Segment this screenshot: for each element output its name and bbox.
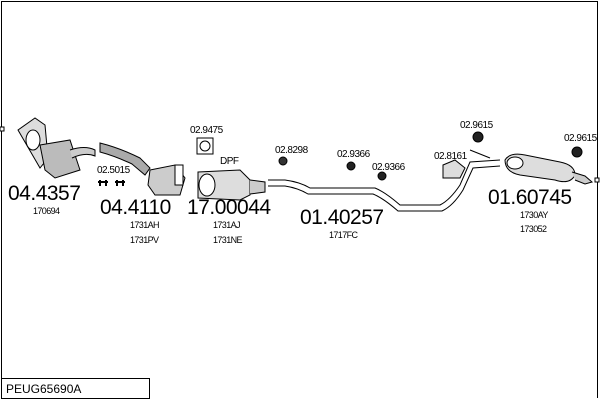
- part-number: 04.4110: [100, 196, 171, 219]
- part-04-4357-drawing: [17, 117, 96, 179]
- gasket-02-9475-drawing: [196, 137, 214, 155]
- part-number: 17.00044: [187, 196, 271, 219]
- part-reference: 1731AH: [130, 220, 160, 230]
- rear-silencer-01-60745-drawing: [469, 149, 594, 185]
- part-number: 01.40257: [300, 206, 384, 229]
- accessory-label: 02.9366: [372, 162, 405, 173]
- right-marker: [594, 177, 600, 183]
- accessory-label: 02.8298: [275, 145, 308, 156]
- part-reference: 1731AJ: [213, 220, 241, 230]
- part-04-4110-drawing: [99, 142, 186, 196]
- dpf-label: DPF: [220, 156, 239, 167]
- accessory-label: 02.9366: [337, 149, 370, 160]
- part-reference: 170694: [33, 206, 60, 216]
- dpf-17-00044-drawing: [197, 169, 266, 201]
- part-reference: 1731PV: [130, 235, 159, 245]
- accessory-label: 02.9615: [564, 133, 597, 144]
- accessory-label: 02.9615: [460, 120, 493, 131]
- part-number: 04.4357: [8, 182, 81, 205]
- part-reference: 1717FC: [329, 230, 358, 240]
- accessory-label: 02.9475: [190, 125, 223, 136]
- pipe-01-40257-drawing: [268, 131, 583, 212]
- part-number: 01.60745: [488, 186, 572, 209]
- diagram-code: PEUG65690A: [1, 378, 150, 399]
- accessory-label: 02.5015: [97, 165, 130, 176]
- left-marker: [0, 126, 5, 132]
- part-reference: 1731NE: [213, 235, 243, 245]
- accessory-label: 02.8161: [434, 151, 467, 162]
- part-reference: 1730AY: [520, 210, 548, 220]
- part-reference: 173052: [520, 224, 547, 234]
- clamp-02-5015-drawing: [98, 180, 125, 186]
